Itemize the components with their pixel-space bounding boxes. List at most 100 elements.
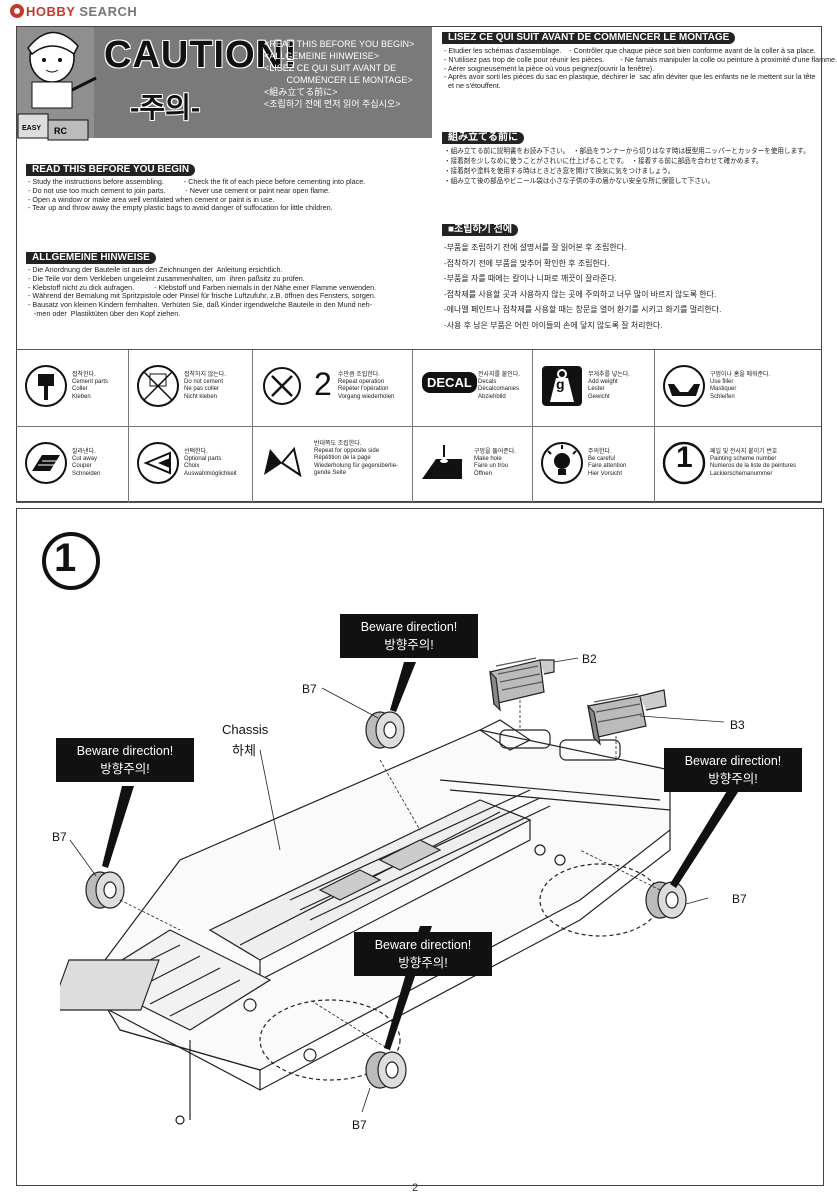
part-label-b7: B7 bbox=[352, 1118, 367, 1132]
caution-header-lines: <READ THIS BEFORE YOU BEGIN> <ALLGEMEINE… bbox=[264, 38, 414, 110]
symbol-careful: 주의한다. Be careful Faire attention Hier Vo… bbox=[532, 426, 655, 503]
paint-number-label: 1 bbox=[676, 441, 693, 474]
section-title-en: READ THIS BEFORE YOU BEGIN bbox=[26, 164, 196, 176]
text-line: -men oder Plastiktüten über den Kopf zie… bbox=[28, 308, 181, 318]
text-line: - Die Anordnung der Bauteile ist aus den… bbox=[28, 265, 283, 274]
section-body-fr: - Etudier les schémas d'assemblage. - Co… bbox=[444, 46, 837, 91]
step-number-circle-icon bbox=[42, 532, 100, 590]
symbol-cut-away: 잘라낸다. Cut away Couper Schneiden bbox=[16, 426, 129, 503]
header-line: <조립하기 전에 먼저 읽어 주십시오> bbox=[264, 99, 401, 109]
weight-icon bbox=[542, 366, 582, 406]
chassis-illustration bbox=[60, 657, 742, 1125]
symbol-text: 잘라낸다. Cut away Couper Schneiden bbox=[72, 449, 101, 477]
text-line: ・接着剤を少しなめに使うことがされいに仕上げることです。 ・接着する前に部品を合… bbox=[444, 158, 763, 165]
symbol-text: 페일 및 전사지 붙이기 번호 Painting scheme number N… bbox=[710, 449, 797, 477]
symbol-text: 무게추를 넣는다. Add weight Lester Gewicht bbox=[588, 372, 630, 400]
text-line: - Après avoir sorti les pièces du sac en… bbox=[444, 72, 816, 82]
symbol-text: 선택한다. Optional parts Choix Auswahlmöglic… bbox=[184, 449, 237, 477]
header-line: <READ THIS BEFORE YOU BEGIN> bbox=[264, 39, 415, 49]
section-title-de: ALLGEMEINE HINWEISE bbox=[26, 252, 156, 264]
section-body-kr: -부품을 조립하기 전에 설명서를 잘 읽어본 후 조립한다. -접착하기 전에 … bbox=[444, 240, 721, 333]
symbol-optional: 선택한다. Optional parts Choix Auswahlmöglic… bbox=[128, 426, 253, 503]
section-body-de: - Die Anordnung der Bauteile ist aus den… bbox=[28, 265, 376, 319]
text-line: -에나멜 페인트나 접착제를 사용할 때는 창문을 열어 환기를 시키고 화기를… bbox=[444, 305, 722, 314]
weight-label: g bbox=[556, 376, 565, 392]
text-line: -부품을 자를 때에는 칼이나 니퍼로 깨끗이 잘라준다. bbox=[444, 274, 617, 283]
svg-text:RC: RC bbox=[54, 126, 67, 136]
text-line: ・組み立て後の部品やビニール袋は小さな子供の手の届かない安全な所に保管して下さい… bbox=[444, 178, 715, 185]
instructions-panel bbox=[16, 26, 822, 502]
callout-line: Beware direction! bbox=[684, 754, 782, 768]
symbol-decal: DECAL 전사지를 붙인다. Decals Décalcomanies Abz… bbox=[412, 350, 533, 426]
symbol-weight: g 무게추를 넣는다. Add weight Lester Gewicht bbox=[532, 350, 655, 426]
text-line: et ne s'étouffent. bbox=[444, 81, 501, 91]
symbol-repeat: 2 수만큼 조립한다. Repeat operation Répéter l'o… bbox=[252, 350, 413, 426]
callout-line: Beware direction! bbox=[76, 744, 174, 758]
header-line: <組み立てる前に> bbox=[264, 87, 338, 97]
caution-title: CAUTION! bbox=[104, 34, 298, 76]
callout-beware-direction: Beware direction! 방향주의! bbox=[664, 748, 802, 792]
callout-line: Beware direction! bbox=[374, 938, 472, 952]
symbol-legend: 접착한다. Cement parts Coller Kleben 접착하지 않는… bbox=[16, 349, 822, 503]
callout-beware-direction: Beware direction! 방향주의! bbox=[340, 614, 478, 658]
text-line: - Open a window or make area well ventil… bbox=[28, 194, 275, 204]
logo-mark-icon bbox=[10, 4, 24, 18]
symbol-filler: 구멍이나 홈을 메워준다. Use filler Mastiquer Schle… bbox=[654, 350, 821, 426]
section-title-jp: 組み立てる前に bbox=[442, 132, 524, 144]
part-label-b7: B7 bbox=[732, 892, 747, 906]
symbol-text: 접착한다. Cement parts Coller Kleben bbox=[72, 372, 109, 400]
part-label-b3: B3 bbox=[730, 718, 745, 732]
part-label-b7: B7 bbox=[302, 682, 317, 696]
symbol-text: 구멍이나 홈을 메워준다. Use filler Mastiquer Schle… bbox=[710, 372, 771, 400]
symbol-no-cement: 접착하지 않는다. Do not cement Ne pas coller Ni… bbox=[128, 350, 253, 426]
symbol-text: 반대쪽도 조립한다. Repeat for opposite side Répé… bbox=[314, 441, 399, 476]
page-number: 2 bbox=[412, 1182, 419, 1194]
site-logo: HOBBY SEARCH bbox=[26, 4, 137, 19]
text-line: - Aérer soigneusement la pièce où vous p… bbox=[444, 63, 655, 73]
text-line: -접착하기 전에 부품을 맞추어 확인한 후 조립한다. bbox=[444, 258, 610, 268]
symbol-text: 수만큼 조립한다. Repeat operation Répéter l'opé… bbox=[338, 372, 395, 400]
cut-away-icon bbox=[25, 442, 67, 484]
careful-icon bbox=[541, 442, 583, 484]
section-title-fr: LISEZ CE QUI SUIT AVANT DE COMMENCER LE … bbox=[442, 32, 736, 44]
decal-icon: DECAL bbox=[422, 372, 477, 393]
step-1-frame bbox=[16, 508, 824, 1186]
callout-line: 방향주의! bbox=[100, 762, 150, 776]
text-line: - Die Teile vor dem Verkleben ungeleimt … bbox=[28, 273, 305, 283]
chassis-label-en: Chassis bbox=[222, 722, 269, 737]
callout-line: 방향주의! bbox=[384, 638, 434, 652]
symbol-text: 주의한다. Be careful Faire attention Hier Vo… bbox=[588, 449, 627, 477]
header-line: COMMENCER LE MONTAGE> bbox=[264, 75, 413, 85]
text-line: -사용 후 남은 부품은 어린 아이들의 손에 닿지 않도록 잘 처리한다. bbox=[444, 320, 663, 330]
text-line: ・接着剤や塗料を使用する時はときどき窓を開けて換気に気をつけましょう。 bbox=[444, 168, 675, 175]
part-label-b2: B2 bbox=[582, 652, 597, 666]
text-line: - Etudier les schémas d'assemblage. - Co… bbox=[444, 46, 816, 55]
step-number: 1 bbox=[54, 536, 77, 580]
callout-line: 방향주의! bbox=[708, 772, 758, 786]
callout-beware-direction: Beware direction! 방향주의! bbox=[354, 932, 492, 976]
make-hole-icon bbox=[422, 445, 462, 479]
cement-icon bbox=[25, 365, 67, 407]
opposite-side-icon bbox=[264, 446, 302, 478]
symbol-text: 전사지를 붙인다. Decals Décalcomanies Abziehbil… bbox=[478, 372, 520, 400]
chassis-label-kr: 하체 bbox=[232, 743, 256, 758]
callout-line: Beware direction! bbox=[360, 620, 458, 634]
symbol-cement: 접착한다. Cement parts Coller Kleben bbox=[16, 350, 129, 426]
text-line: - Während der Bemalung mit Spritzpistole… bbox=[28, 291, 376, 301]
no-cement-icon bbox=[137, 365, 179, 407]
header-line: <ALLGEMEINE HINWEISE> bbox=[264, 51, 380, 61]
text-line: - Bausatz von kleinen Kindern fernhalten… bbox=[28, 300, 373, 310]
callout-line: 방향주의! bbox=[398, 956, 448, 970]
text-line: - Tear up and throw away the empty plast… bbox=[28, 203, 333, 213]
text-line: -접착제를 사용할 곳과 사용하지 않는 곳에 주의하고 너무 많이 바르지 않… bbox=[444, 289, 717, 299]
caution-title-kr: -주의- bbox=[130, 92, 201, 123]
symbol-make-hole: 구멍을 뚫어준다. Make hole Faire un trou Öffnen bbox=[412, 426, 533, 503]
text-line: ・組み立てる前に説明書をお読み下さい。 ・部品をランナーから切りはなす時は模型用… bbox=[444, 148, 810, 155]
filler-icon bbox=[663, 365, 705, 407]
text-line: -부품을 조립하기 전에 설명서를 잘 읽어본 후 조립한다. bbox=[444, 243, 627, 252]
section-body-jp: ・組み立てる前に説明書をお読み下さい。 ・部品をランナーから切りはなす時は模型用… bbox=[444, 147, 810, 187]
logo-rest: SEARCH bbox=[79, 4, 138, 19]
svg-text:EASY: EASY bbox=[22, 125, 41, 132]
boy-mascot-icon: EASY RC bbox=[17, 31, 97, 141]
paint-number-icon bbox=[662, 441, 706, 485]
